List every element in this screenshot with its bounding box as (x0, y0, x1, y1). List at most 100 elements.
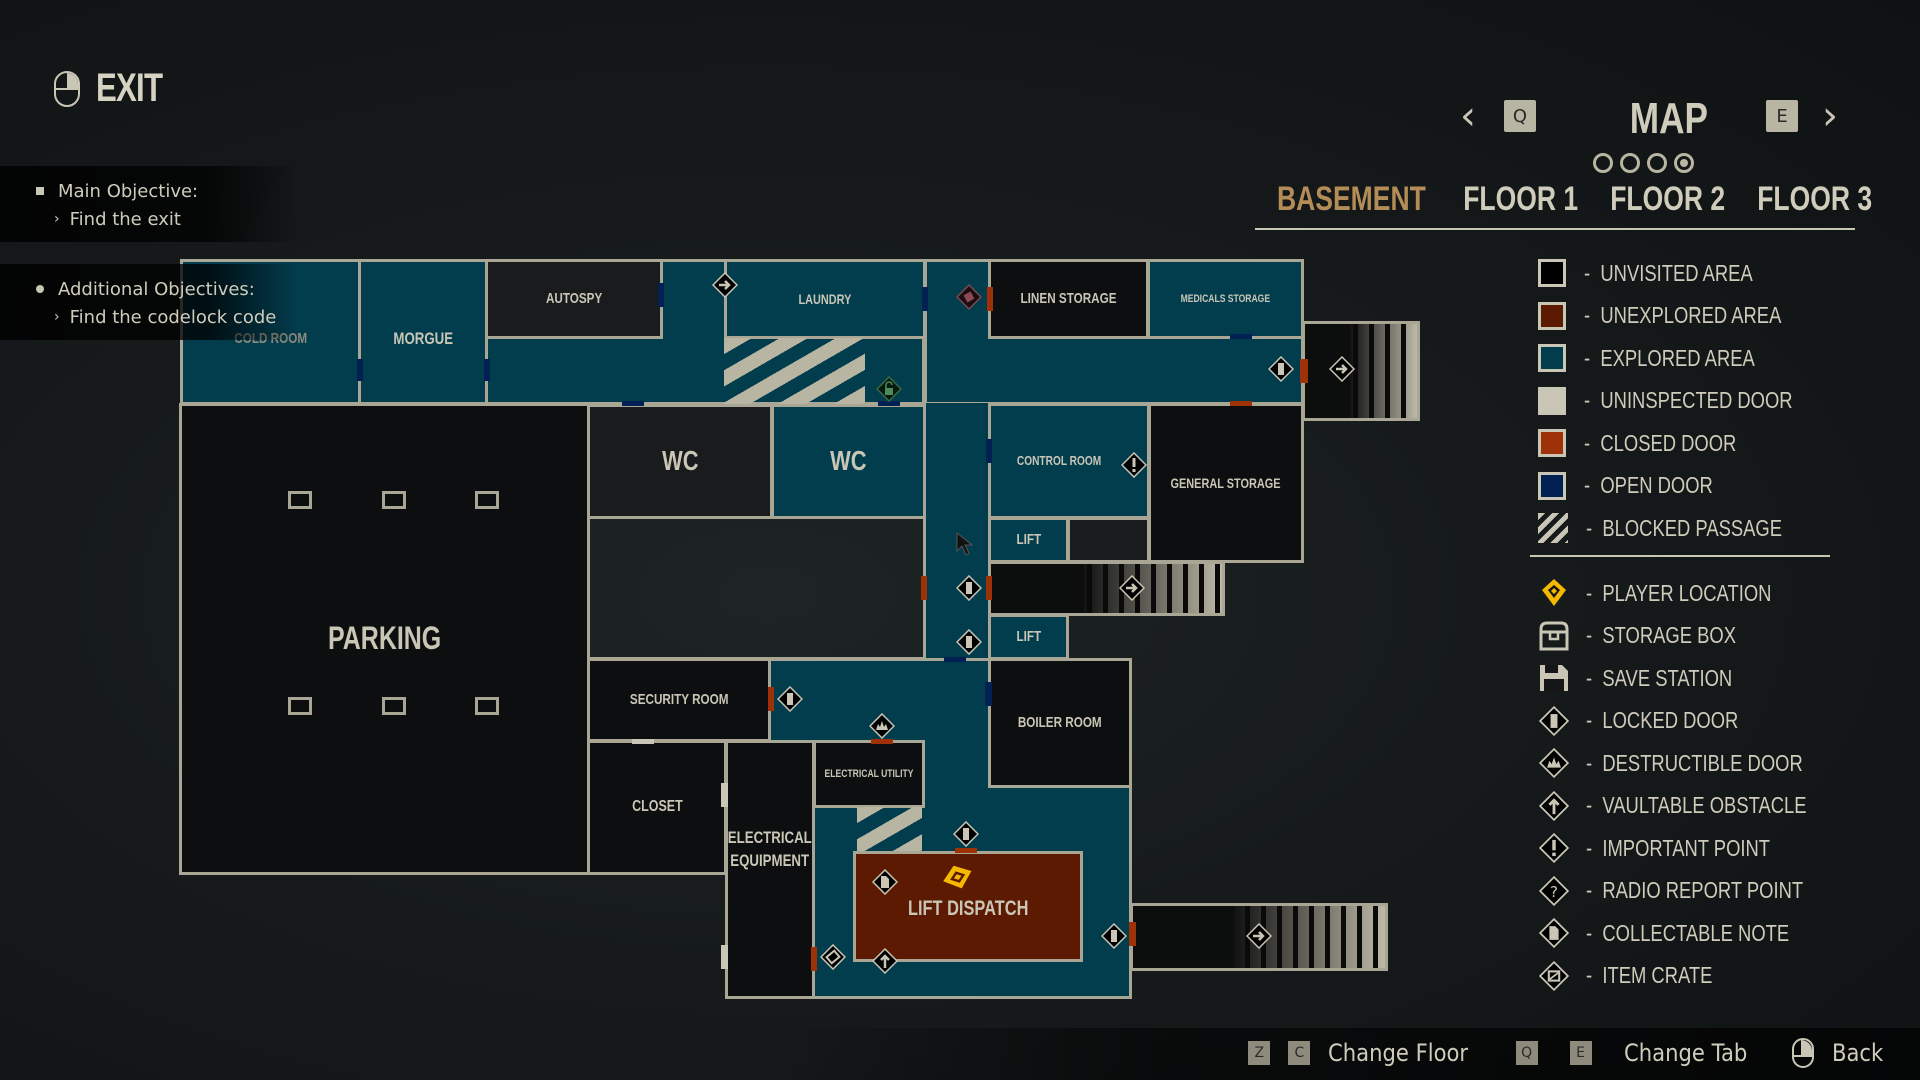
locked-door-icon[interactable] (777, 686, 803, 712)
key-z[interactable]: Z (1248, 1041, 1271, 1065)
corridor-central[interactable] (923, 403, 991, 661)
open-door[interactable] (1230, 334, 1252, 339)
parking-spot (475, 697, 499, 715)
next-tab-key[interactable]: E (1766, 100, 1798, 132)
closed-door[interactable] (811, 947, 817, 971)
closed-door[interactable] (871, 739, 893, 744)
open-door[interactable] (622, 401, 644, 406)
closed-door[interactable] (768, 687, 774, 711)
open-door[interactable] (658, 283, 664, 307)
legend-label: - RADIO REPORT POINT (1586, 877, 1804, 904)
room-lift-2[interactable]: LIFT (988, 614, 1069, 660)
room-autospy[interactable]: AUTOSPY (485, 259, 663, 339)
room-electrical-equipment[interactable]: ELECTRICAL EQUIPMENT (725, 740, 815, 999)
vaultable-obstacle-icon[interactable] (1329, 356, 1355, 382)
legend-divider (1530, 555, 1830, 557)
tab-floor-1[interactable]: FLOOR 1 (1463, 180, 1578, 218)
vaultable-obstacle-icon[interactable] (1119, 575, 1145, 601)
unlocked-door-icon[interactable] (876, 376, 902, 402)
open-door[interactable] (922, 287, 928, 311)
open-door[interactable] (484, 359, 490, 381)
control-hints: Z C Change Floor Q E Change Tab Back (1248, 1038, 1890, 1068)
tab-floor-2[interactable]: FLOOR 2 (1610, 180, 1726, 218)
legend-item: - EXPLORED AREA (1538, 337, 1845, 380)
chevron-right-icon: › (1822, 93, 1838, 139)
open-door[interactable] (878, 401, 900, 406)
room-boiler-room[interactable]: BOILER ROOM (988, 658, 1132, 788)
next-tab-button[interactable]: › (1822, 93, 1838, 139)
parking-spot (288, 697, 312, 715)
room-label: AUTOSPY (545, 290, 603, 308)
storage-box-icon (1539, 621, 1569, 651)
room-parking[interactable]: PARKING (179, 403, 590, 875)
room-wc-2[interactable]: WC (771, 404, 926, 519)
open-door[interactable] (985, 682, 992, 706)
locked-door-icon[interactable] (953, 821, 979, 847)
prev-tab-key[interactable]: Q (1504, 100, 1536, 132)
legend-item: - STORAGE BOX (1538, 615, 1862, 658)
destructible-door-icon[interactable] (869, 713, 895, 739)
uninspected-door[interactable] (721, 783, 728, 807)
open-door[interactable] (944, 657, 966, 662)
room-security-room[interactable]: SECURITY ROOM (587, 658, 771, 742)
room-wc-1[interactable]: WC (587, 404, 773, 519)
room-linen-storage[interactable]: LINEN STORAGE (988, 259, 1149, 339)
legend-item: - CLOSED DOOR (1538, 422, 1845, 465)
closed-door[interactable] (1300, 359, 1308, 383)
tab-basement[interactable]: BASEMENT (1276, 180, 1426, 218)
key-q[interactable]: Q (1515, 1041, 1538, 1065)
change-tab-hint[interactable]: Change Tab (1623, 1039, 1747, 1067)
room-closet[interactable]: CLOSET (587, 740, 727, 875)
uninspected-door[interactable] (721, 945, 728, 969)
collectable-note-icon[interactable] (872, 869, 898, 895)
uninspected-door[interactable] (632, 739, 654, 744)
key-c[interactable]: C (1288, 1041, 1311, 1065)
locked-door-icon[interactable] (1268, 356, 1294, 382)
stairs-east-top[interactable] (1302, 321, 1420, 421)
closed-door[interactable] (955, 848, 977, 853)
legend-item: - UNEXPLORED AREA (1538, 295, 1845, 338)
legend-label: - UNEXPLORED AREA (1584, 302, 1782, 329)
stairs-east-middle[interactable] (988, 561, 1225, 616)
closed-door[interactable] (921, 576, 927, 600)
main-objective-item: Find the exit (69, 208, 181, 230)
closed-door[interactable] (986, 576, 992, 600)
mouse-right-click-icon (1791, 1038, 1814, 1068)
important-point-icon[interactable] (1121, 452, 1147, 478)
prev-tab-button[interactable]: ‹ (1460, 93, 1476, 139)
legend-item: - PLAYER LOCATION (1538, 572, 1862, 615)
closed-door[interactable] (987, 287, 993, 311)
locked-door-icon[interactable] (1101, 923, 1127, 949)
locked-door-icon[interactable] (956, 629, 982, 655)
room-laundry[interactable]: LAUNDRY (724, 259, 926, 339)
blocked-passage-swatch (1538, 513, 1568, 544)
item-crate-icon[interactable] (956, 284, 982, 310)
back-hint[interactable]: Back (1831, 1039, 1884, 1067)
key-e[interactable]: E (1569, 1041, 1592, 1065)
locked-door-icon[interactable] (956, 575, 982, 601)
legend-label: - OPEN DOOR (1584, 472, 1713, 499)
room-general-storage[interactable]: GENERAL STORAGE (1148, 403, 1304, 563)
change-floor-hint[interactable]: Change Floor (1328, 1039, 1469, 1067)
player-location-icon (1542, 579, 1566, 607)
unvisited-swatch (1538, 259, 1566, 288)
tab-floor-3[interactable]: FLOOR 3 (1757, 180, 1873, 218)
vaultable-obstacle-icon[interactable] (1246, 923, 1272, 949)
closed-door[interactable] (1230, 401, 1252, 406)
room-morgue[interactable]: MORGUE (358, 259, 488, 405)
exit-button[interactable]: EXIT (54, 66, 181, 111)
room-electrical-utility[interactable]: ELECTRICAL UTILITY (813, 740, 925, 808)
open-door[interactable] (986, 439, 992, 463)
open-door[interactable] (357, 359, 363, 381)
room-medicals-storage[interactable]: MEDICALS STORAGE (1147, 259, 1304, 339)
room-control-room[interactable]: CONTROL ROOM (988, 403, 1150, 519)
item-crate-icon[interactable] (820, 944, 846, 970)
unvisited-small (1067, 517, 1150, 563)
room-lift-1[interactable]: LIFT (988, 517, 1069, 563)
closed-door[interactable] (1129, 922, 1136, 946)
parking-spot (288, 491, 312, 509)
important-point-icon (1539, 833, 1569, 864)
vaultable-obstacle-icon[interactable] (712, 272, 738, 298)
vaultable-obstacle-icon[interactable] (872, 948, 898, 974)
